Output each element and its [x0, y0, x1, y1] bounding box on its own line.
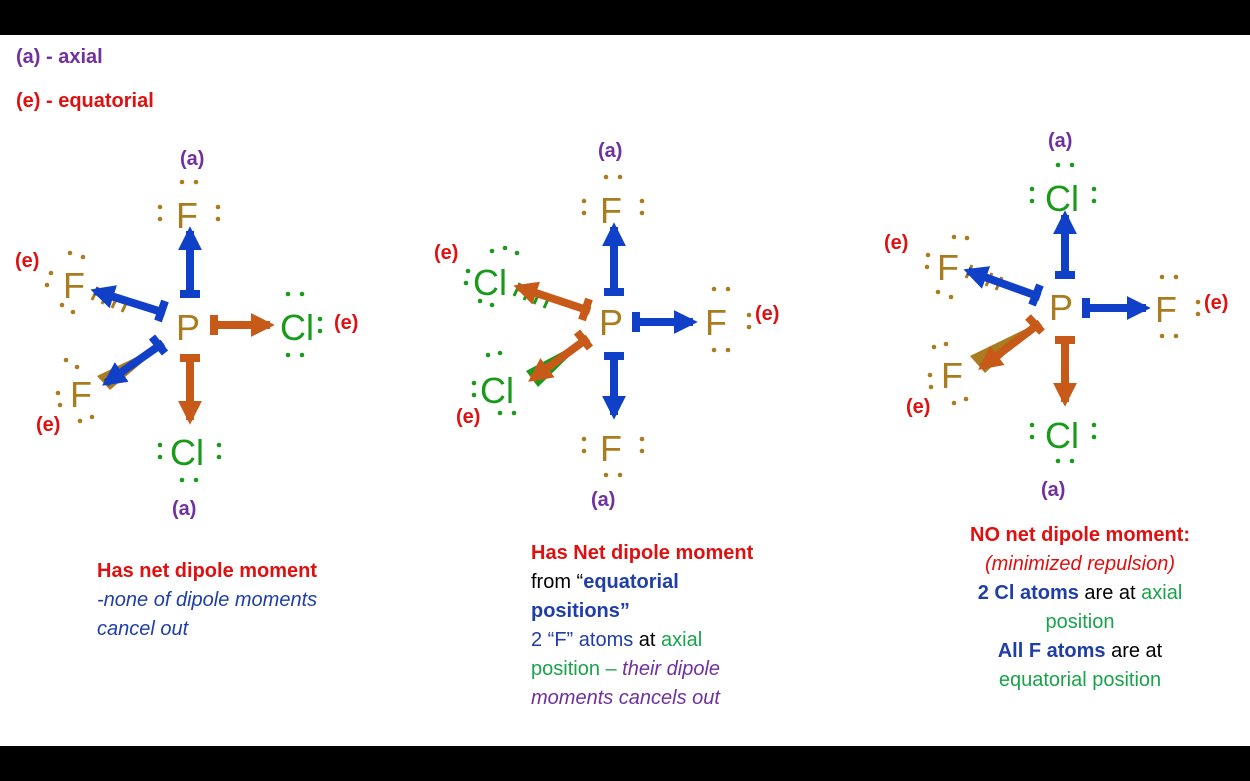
caption-text: from “: [531, 571, 584, 593]
caption-text: are at: [1084, 582, 1142, 604]
label-equatorial: (e): [456, 406, 480, 428]
molecule-2: P F F F Cl Cl: [434, 140, 779, 511]
dipole-arrow-downleft-tail: [573, 329, 594, 351]
label-equatorial: (e): [906, 396, 930, 418]
label-axial: (a): [1048, 130, 1072, 152]
dipole-arrow-upleft-tail: [578, 297, 593, 322]
caption-text: their dipole: [622, 658, 721, 680]
atom-P: P: [599, 302, 623, 343]
caption-line: positions”: [531, 597, 831, 626]
dipole-arrow-upleft-tail: [154, 299, 169, 323]
dipole-arrow-upleft: [963, 266, 1042, 301]
caption-text: NO net dipole moment:: [970, 524, 1190, 546]
lone-pairs: [463, 245, 520, 416]
caption-panel-2: Has Net dipole moment from “equatorial pos…: [531, 539, 831, 713]
legend-equatorial: (e) - equatorial: [16, 90, 154, 112]
caption-line: NO net dipole moment:: [900, 521, 1250, 550]
lone-pairs: [924, 234, 1201, 406]
atom-F-equatorial: F: [70, 374, 92, 415]
caption-line: Has Net dipole moment: [531, 539, 831, 568]
atom-F-axial: F: [600, 190, 622, 231]
caption-text: -none of dipole moments: [97, 589, 318, 611]
atom-F-equatorial: F: [705, 302, 727, 343]
dipole-arrow-downleft: [528, 334, 591, 383]
caption-line: Has net dipole moment: [97, 557, 397, 586]
caption-line: cancel out: [97, 615, 397, 644]
label-equatorial: (e): [884, 232, 908, 254]
caption-text: at: [638, 629, 662, 651]
caption-text: axial: [661, 629, 703, 651]
caption-line: equatorial position: [900, 666, 1250, 695]
atom-F-equatorial: F: [937, 247, 959, 288]
label-axial: (a): [180, 148, 204, 170]
lone-pairs: [44, 179, 221, 424]
dipole-arrow-downleft-tail: [1025, 314, 1045, 335]
molecule-1: P F F F Cl Cl: [15, 148, 358, 520]
caption-line: 2 Cl atoms are at axial: [900, 579, 1250, 608]
caption-line: 2 “F” atoms at axial: [531, 626, 831, 655]
legend-axial: (a) - axial: [16, 46, 103, 68]
atom-F-axial: F: [176, 195, 198, 236]
label-axial: (a): [172, 498, 196, 520]
caption-text: positions”: [531, 600, 630, 622]
caption-panel-3: NO net dipole moment: (minimized repulsio…: [900, 521, 1250, 695]
caption-text: 2 Cl atoms: [977, 582, 1085, 604]
caption-text: position: [1045, 611, 1115, 633]
dipole-arrow-upleft-tail: [1028, 283, 1044, 307]
atom-F-equatorial: F: [1155, 289, 1177, 330]
caption-line: -none of dipole moments: [97, 586, 397, 615]
lone-pairs: [1029, 162, 1097, 464]
caption-text: (minimized repulsion): [984, 553, 1176, 575]
label-equatorial: (e): [15, 250, 39, 272]
atom-F-equatorial: F: [941, 355, 963, 396]
caption-text: Has net dipole moment: [97, 560, 318, 582]
slide-canvas: (a) - axial (e) - equatorial: [0, 35, 1250, 746]
caption-panel-1: Has net dipole moment -none of dipole mom…: [97, 557, 397, 644]
caption-text: position –: [531, 658, 623, 680]
caption-line: position: [900, 608, 1250, 637]
molecule-diagrams: P F F F Cl Cl: [15, 130, 1228, 520]
lone-pairs: [157, 291, 323, 483]
label-equatorial: (e): [334, 312, 358, 334]
dipole-arrow-downleft: [102, 339, 166, 387]
atom-P: P: [176, 307, 200, 348]
caption-text: are at: [1111, 640, 1163, 662]
caption-line: from “equatorial: [531, 568, 831, 597]
dipole-arrow-upleft: [513, 281, 592, 315]
label-equatorial: (e): [1204, 292, 1228, 314]
label-equatorial: (e): [755, 303, 779, 325]
atom-P: P: [1049, 287, 1073, 328]
caption-line: (minimized repulsion): [900, 550, 1250, 579]
label-axial: (a): [598, 140, 622, 162]
label-axial: (a): [1041, 479, 1065, 501]
label-equatorial: (e): [434, 242, 458, 264]
dipole-arrow-upleft: [90, 285, 167, 317]
atom-Cl-axial: Cl: [170, 432, 204, 473]
caption-text: 2 “F” atoms: [531, 629, 639, 651]
caption-text: All F atoms: [997, 640, 1112, 662]
atom-Cl-axial: Cl: [1045, 178, 1079, 219]
dipole-arrow-downleft-tail: [148, 334, 169, 356]
caption-text: moments cancels out: [531, 687, 720, 709]
caption-line: All F atoms are at: [900, 637, 1250, 666]
caption-line: moments cancels out: [531, 684, 831, 713]
dipole-arrow-downleft: [978, 319, 1043, 371]
molecule-3: P Cl Cl F F F: [884, 130, 1228, 501]
caption-text: equatorial position: [998, 669, 1162, 691]
atom-Cl-equatorial: Cl: [480, 370, 514, 411]
caption-text: equatorial: [583, 571, 679, 593]
label-equatorial: (e): [36, 414, 60, 436]
atom-Cl-equatorial: Cl: [473, 262, 507, 303]
caption-line: position – their dipole: [531, 655, 831, 684]
caption-text: axial: [1141, 582, 1183, 604]
atom-Cl-axial: Cl: [1045, 415, 1079, 456]
lone-pairs: [581, 174, 752, 478]
atom-Cl-equatorial: Cl: [280, 307, 314, 348]
atom-F-equatorial: F: [63, 265, 85, 306]
atom-F-axial: F: [600, 428, 622, 469]
caption-text: cancel out: [97, 618, 189, 640]
caption-text: Has Net dipole moment: [531, 542, 754, 564]
label-axial: (a): [591, 489, 615, 511]
